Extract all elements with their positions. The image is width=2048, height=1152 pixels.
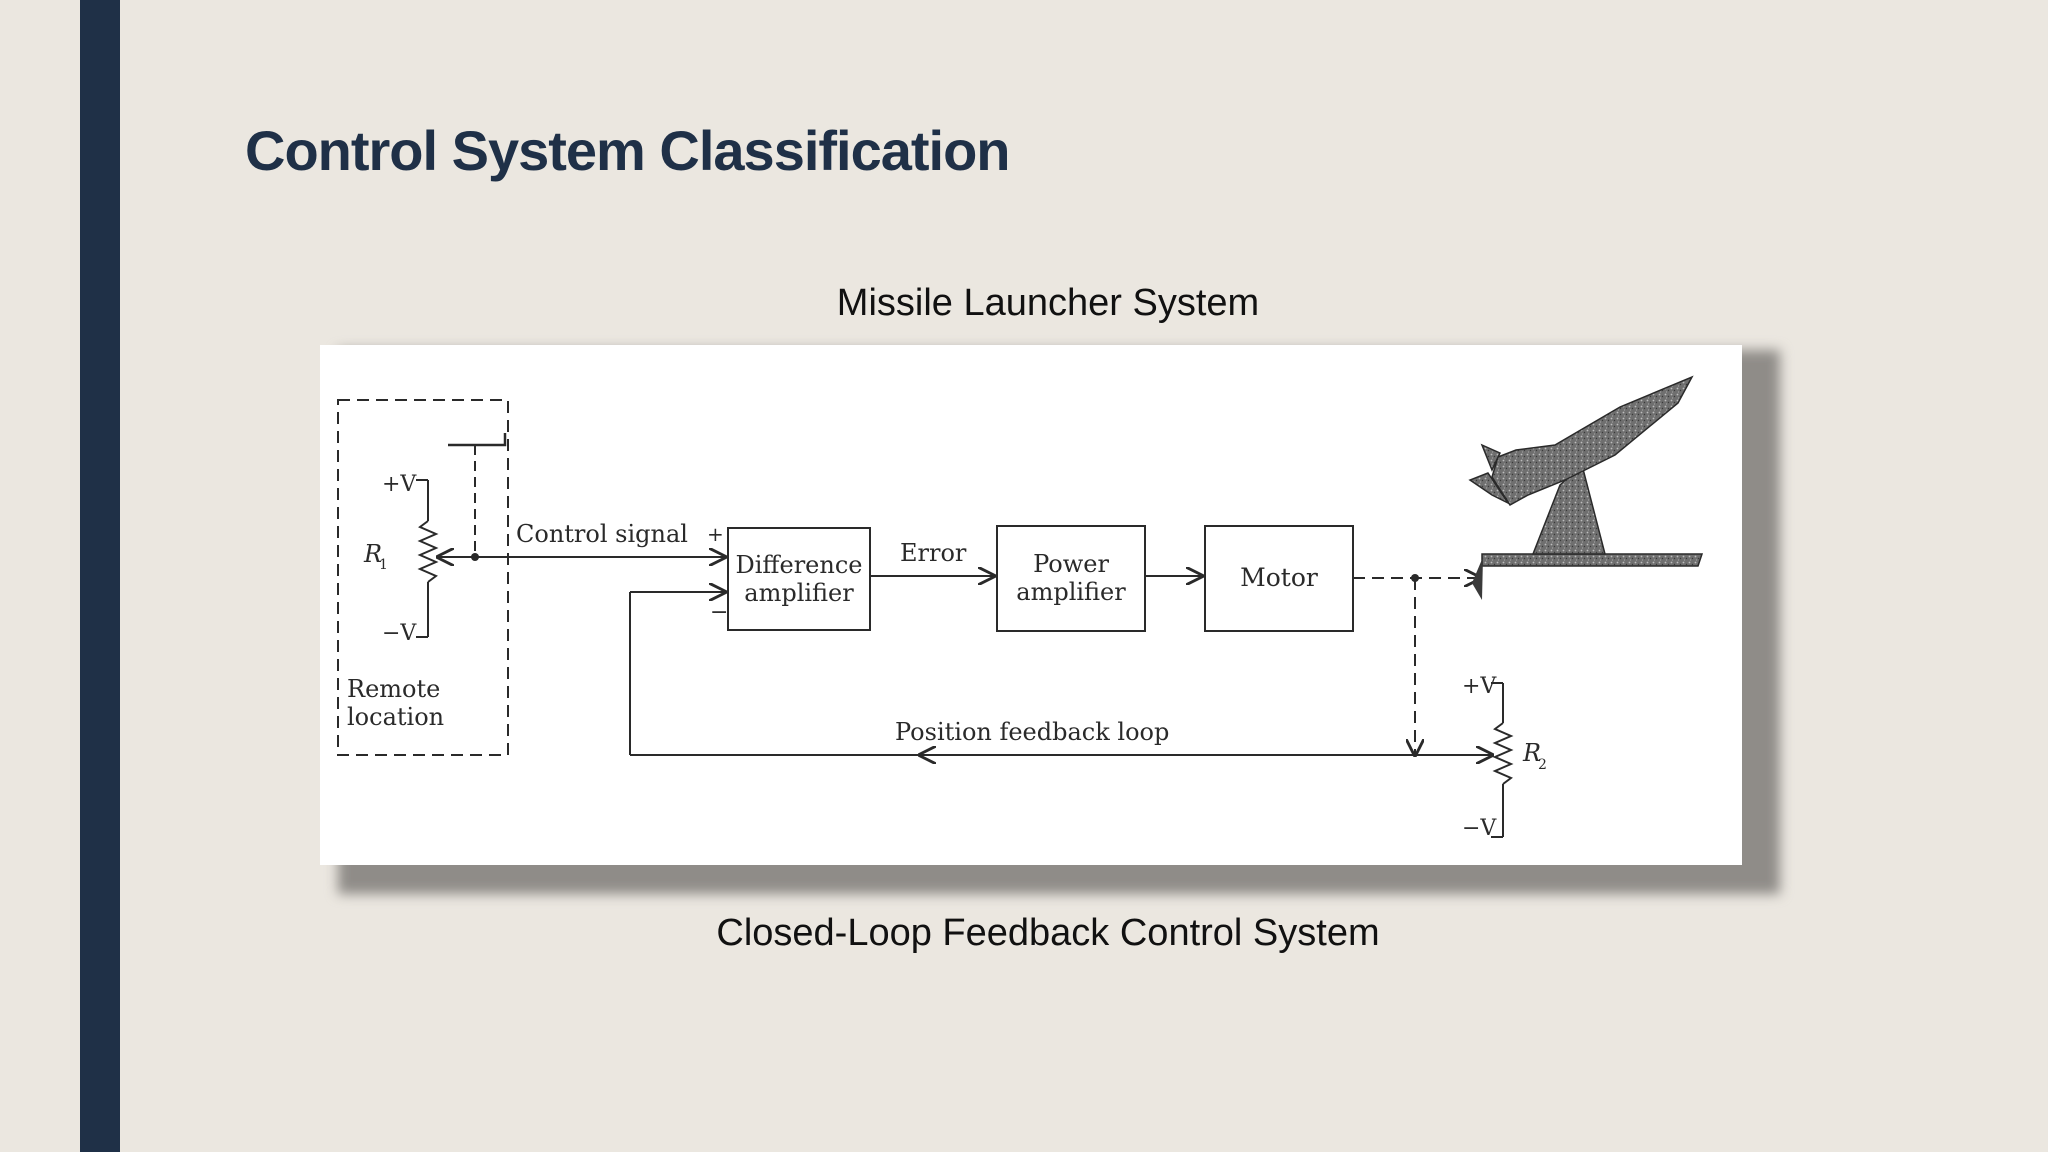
remote-label-line2: location [347,703,444,731]
remote-handle [448,433,507,447]
r1-minus-v: −V [382,621,417,646]
difference-amplifier-line2: amplifier [744,579,854,607]
difference-amplifier-line1: Difference [736,551,863,579]
block-diagram: +V −V R 1 Remote location Control signal… [337,375,1704,841]
r2-minus-v: −V [1462,816,1497,841]
side-accent-bar [80,0,120,1152]
r1-subscript: 1 [379,557,388,573]
slide-title: Control System Classification [245,119,1011,182]
control-signal-label: Control signal [516,520,688,548]
diagram-caption: Closed-Loop Feedback Control System [716,912,1380,954]
power-amplifier-block [996,525,1146,632]
minus-input-sign: − [710,600,728,625]
r2-subscript: 2 [1538,757,1547,773]
power-amplifier-line1: Power [1033,550,1109,578]
plus-input-sign: + [707,522,724,546]
remote-label-line1: Remote [347,675,440,703]
missile-launcher-icon [1468,375,1704,600]
error-label: Error [900,539,967,567]
r2-resistor [1492,722,1514,785]
r1-label: R [363,540,382,568]
r2-label: R [1522,739,1541,767]
diagram-figure: +V −V R 1 Remote location Control signal… [320,345,1742,865]
r2-plus-v: +V [1462,674,1497,699]
difference-amplifier-block [727,527,871,631]
r1-resistor [417,520,439,583]
power-amplifier-line2: amplifier [1016,578,1126,606]
diagram-title: Missile Launcher System [836,282,1260,324]
position-feedback-label: Position feedback loop [895,718,1169,746]
remote-location-box [337,399,509,756]
r1-plus-v: +V [382,472,417,497]
motor-label: Motor [1240,563,1318,592]
